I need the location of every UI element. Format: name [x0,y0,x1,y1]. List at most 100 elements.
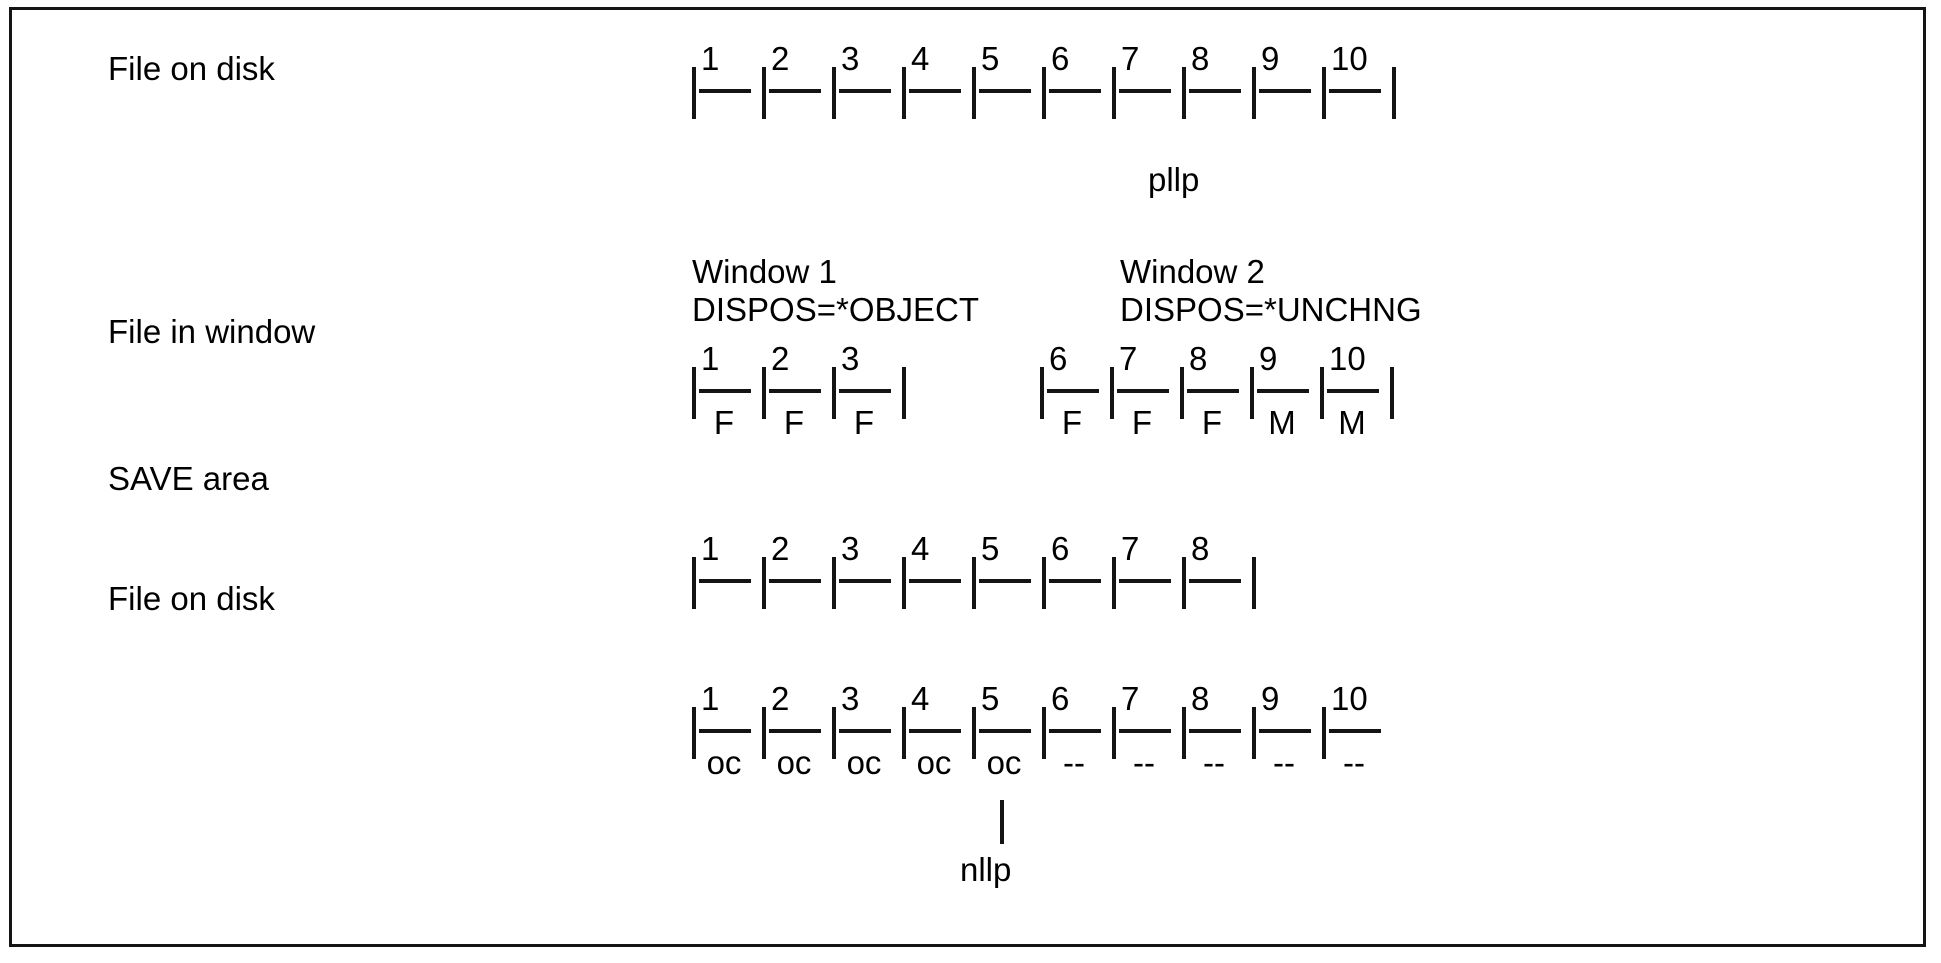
cell-divider [692,707,696,759]
cell-divider [1252,707,1256,759]
cell-number: 5 [981,40,1000,77]
cell-divider [1112,707,1116,759]
cell-bar [1047,389,1099,393]
cell-divider [902,707,906,759]
strip-end-divider [1392,67,1396,119]
pointer-label-pllp: pllp [1148,161,1200,198]
cell-bar [839,579,891,583]
cell-disk-top-7: 7 [1112,40,1182,119]
cell-disk-top-5: 5 [972,40,1042,119]
cell-divider [972,67,976,119]
cell-number: 1 [701,40,720,77]
row-label-file-on-disk-bottom: File on disk [108,580,275,617]
cell-bar [909,89,961,93]
cell-bar [839,389,891,393]
cell-number: 2 [771,340,790,377]
cell-mark: -- [1343,744,1365,781]
cell-bar [1117,389,1169,393]
pointer-tick-nllp [1000,800,1004,844]
pointer-label-nllp: nllp [960,851,1012,888]
cell-mark: F [713,404,735,441]
cell-number: 4 [911,40,930,77]
cell-bar [1259,89,1311,93]
cell-divider [762,67,766,119]
cell-disk-top-1: 1 [692,40,762,119]
cell-save-6: 6 [1042,530,1112,609]
cell-number: 9 [1259,340,1278,377]
cell-bar [1257,389,1309,393]
cell-divider [1042,707,1046,759]
cell-divider [1180,367,1184,419]
cell-bar [1189,89,1241,93]
cell-bar [1327,389,1379,393]
cell-number: 8 [1191,530,1210,567]
cell-divider [902,67,906,119]
caption-window-1-line2: DISPOS=*OBJECT [692,291,979,328]
cell-disk-bottom-10: 10 -- [1322,680,1392,781]
cell-bar [769,579,821,583]
cell-number: 9 [1261,680,1280,717]
cell-disk-bottom-8: 8-- [1182,680,1252,781]
cell-divider [1042,67,1046,119]
cell-number: 5 [981,680,1000,717]
cell-number: 7 [1121,530,1140,567]
cell-bar [1189,579,1241,583]
cell-mark: -- [1273,744,1295,781]
cell-bar [1049,89,1101,93]
cell-number: 1 [701,530,720,567]
cell-disk-top-6: 6 [1042,40,1112,119]
cell-divider [902,557,906,609]
cell-number: 9 [1261,40,1280,77]
cell-mark: F [1131,404,1153,441]
cell-bar [699,389,751,393]
cell-divider [1320,367,1324,419]
cell-disk-top-4: 4 [902,40,972,119]
figure-border [9,7,1926,947]
cell-bar [839,729,891,733]
cell-number: 3 [841,530,860,567]
cell-disk-bottom-5: 5 oc [972,680,1042,781]
cell-bar [699,89,751,93]
cell-divider [1042,557,1046,609]
cell-save-2: 2 [762,530,832,609]
cell-number: 2 [771,680,790,717]
cell-save-3: 3 [832,530,902,609]
cell-disk-bottom-6: 6 -- [1042,680,1112,781]
cell-divider [1182,707,1186,759]
cell-divider [1040,367,1044,419]
cell-bar [699,579,751,583]
cell-mark: M [1338,404,1366,441]
cell-mark: oc [986,744,1022,781]
cell-number: 6 [1051,40,1070,77]
cell-mark: F [783,404,805,441]
cell-number: 4 [911,680,930,717]
cell-mark: F [1061,404,1083,441]
cell-save-4: 4 [902,530,972,609]
cell-number: 1 [701,340,720,377]
cell-number: 6 [1051,680,1070,717]
cell-mark: F [853,404,875,441]
cell-mark: oc [776,744,812,781]
cell-number: 10 [1331,680,1368,717]
cell-number: 3 [841,40,860,77]
cell-disk-top-2: 2 [762,40,832,119]
caption-window-1-line1: Window 1 [692,253,837,290]
cell-divider [1112,67,1116,119]
cell-divider [762,707,766,759]
cell-number: 10 [1331,40,1368,77]
cell-number: 8 [1189,340,1208,377]
cell-number: 1 [701,680,720,717]
cell-mark: -- [1063,744,1085,781]
cell-mark: F [1201,404,1223,441]
cell-divider [832,367,836,419]
cell-number: 4 [911,530,930,567]
cell-save-5: 5 [972,530,1042,609]
cell-bar [1187,389,1239,393]
cell-divider [1182,67,1186,119]
